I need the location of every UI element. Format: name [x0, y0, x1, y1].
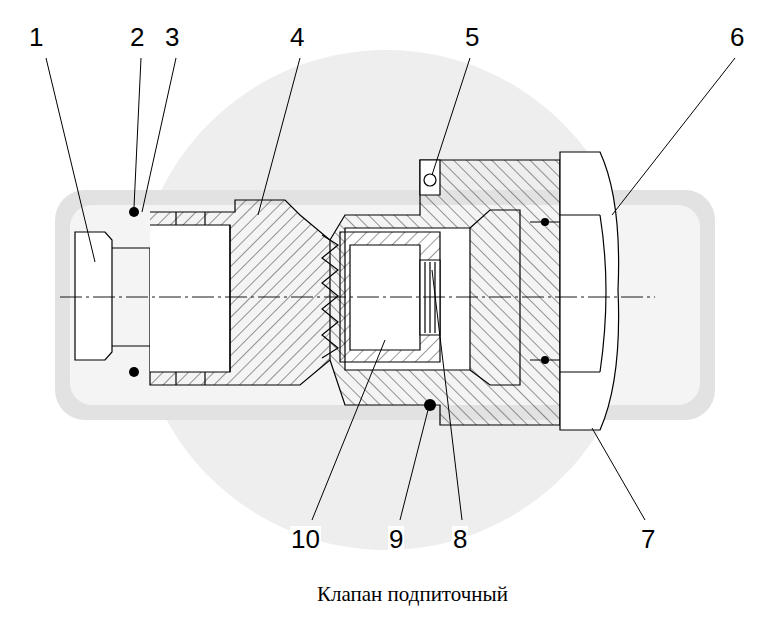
callout-number: 1	[28, 24, 44, 50]
callout-number: 4	[289, 24, 305, 50]
callout-number: 3	[164, 24, 180, 50]
callout-number: 8	[452, 526, 468, 552]
callout-number: 9	[388, 526, 404, 552]
callout-number: 10	[290, 526, 321, 552]
callout-number: 6	[729, 24, 745, 50]
leader-lines	[46, 58, 735, 520]
callout-number: 7	[640, 526, 656, 552]
callout-number: 2	[129, 24, 145, 50]
figure-caption: Клапан подпиточный	[317, 584, 508, 605]
callout-number: 5	[464, 24, 480, 50]
valve-outline	[60, 152, 655, 430]
o-rings	[129, 174, 549, 411]
watermark-gear	[136, 50, 636, 550]
